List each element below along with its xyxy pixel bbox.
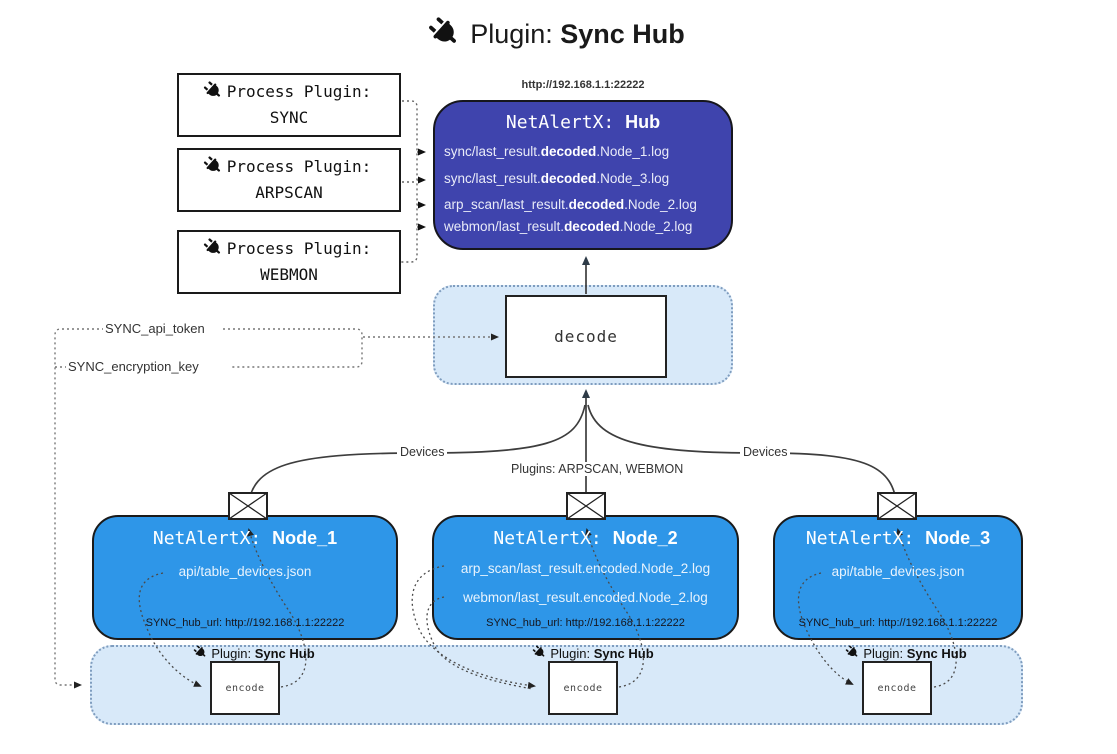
plug-icon [531, 643, 552, 663]
decode-step: decode [505, 295, 667, 378]
plug-icon [200, 77, 231, 108]
edge-key-to-encoders [54, 328, 104, 689]
process-plugin-label: Process Plugin: [226, 157, 372, 177]
plug-icon [200, 234, 231, 265]
plug-icon [844, 643, 865, 663]
encode-step-1: encode [210, 661, 280, 715]
envelope-icon [228, 492, 268, 525]
edge-label-plugins: Plugins: ARPSCAN, WEBMON [508, 462, 687, 476]
encoder2-label: Plugin: Sync Hub [514, 645, 674, 661]
envelope-icon [566, 492, 606, 525]
encoder1-label: Plugin: Sync Hub [175, 645, 335, 661]
node1-line: api/table_devices.json [178, 564, 312, 579]
page-title: Plugin: Sync Hub [0, 16, 1117, 53]
node1-hub-url: SYNC_hub_url: http://192.168.1.1:22222 [145, 617, 345, 629]
hub-url: http://192.168.1.1:22222 [521, 79, 645, 91]
hub-log-line: sync/last_result.decoded.Node_1.log [444, 144, 670, 159]
process-plugin-label: Process Plugin: [226, 82, 372, 102]
node3-hub-url: SYNC_hub_url: http://192.168.1.1:22222 [798, 617, 998, 629]
encode-step-2: encode [548, 661, 618, 715]
edge-label-devices-right: Devices [740, 445, 791, 459]
plug-icon [200, 152, 231, 183]
node2-hub-url: SYNC_hub_url: http://192.168.1.1:22222 [486, 617, 685, 629]
process-plugin-label: Process Plugin: [226, 239, 372, 259]
process-plugin-sync: Process Plugin: SYNC [177, 73, 401, 137]
node3-line: api/table_devices.json [831, 564, 965, 579]
envelope-icon [877, 492, 917, 525]
hub-log-line: arp_scan/last_result.decoded.Node_2.log [444, 197, 697, 212]
process-plugin-webmon: Process Plugin: WEBMON [177, 230, 401, 294]
plug-icon [423, 11, 471, 58]
config-api-token-label: SYNC_api_token [103, 321, 207, 336]
encode-step-3: encode [862, 661, 932, 715]
node1-title: NetAlertX: Node_1 [152, 528, 338, 549]
process-plugin-name: SYNC [269, 107, 309, 127]
hub-log-line: webmon/last_result.decoded.Node_2.log [444, 219, 693, 234]
hub-title: NetAlertX: Hub [505, 112, 661, 133]
node3-title: NetAlertX: Node_3 [805, 528, 991, 549]
encoder3-label: Plugin: Sync Hub [827, 645, 987, 661]
edge-token-loop [223, 328, 363, 368]
process-plugin-name: ARPSCAN [255, 182, 323, 202]
config-encryption-key-label: SYNC_encryption_key [66, 359, 201, 374]
plug-icon [192, 643, 213, 663]
page-title-text: Plugin: Sync Hub [470, 19, 685, 49]
edge-label-devices-left: Devices [397, 445, 448, 459]
node2-title: NetAlertX: Node_2 [493, 528, 678, 549]
process-plugin-arpscan: Process Plugin: ARPSCAN [177, 148, 401, 212]
process-plugin-name: WEBMON [260, 264, 318, 284]
hub-box [433, 100, 733, 250]
hub-log-line: sync/last_result.decoded.Node_3.log [444, 171, 670, 186]
node2-line: arp_scan/last_result.encoded.Node_2.log [460, 561, 711, 576]
node2-line: webmon/last_result.encoded.Node_2.log [463, 590, 708, 605]
process-to-hub-edges [397, 100, 426, 263]
